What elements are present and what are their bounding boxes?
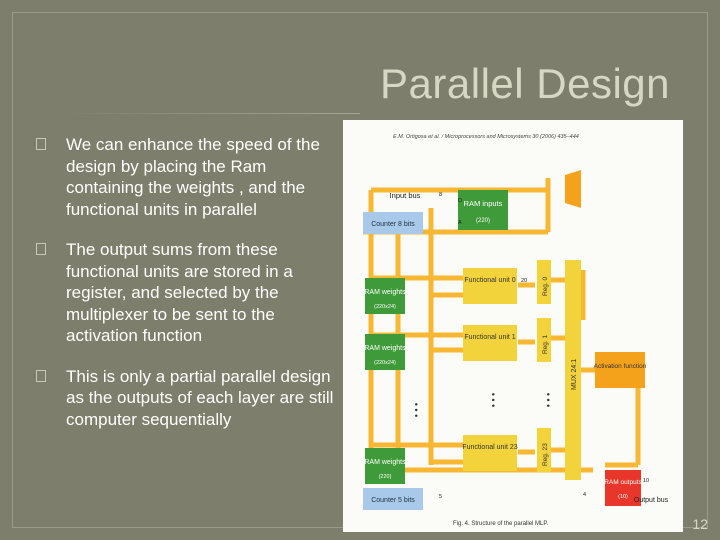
functional-unit-box: [463, 325, 517, 361]
ellipsis: • • •: [488, 393, 498, 407]
figure-caption: Fig. 4. Structure of the parallel MLP.: [453, 521, 549, 527]
counter-5bit-label: Counter 5 bits: [371, 497, 415, 504]
functional-unit-box: [463, 268, 517, 304]
port-label: D: [458, 198, 462, 204]
ram-weights-label: RAM weights: [364, 459, 406, 466]
ram-inputs-label: RAM inputs: [464, 199, 503, 208]
ellipsis: • • •: [411, 403, 421, 417]
functional-unit-box: [463, 435, 517, 471]
title-rule: [60, 113, 360, 114]
ram-outputs-size: (10): [618, 494, 628, 500]
input-bus-label: Input bus: [390, 191, 421, 200]
output-bus-label: Output bus: [634, 497, 669, 504]
bullet-box-icon: [36, 243, 46, 255]
width-label: 20: [521, 278, 527, 284]
mlp-figure: E.M. Ortigosa et al. / Microprocessors a…: [343, 120, 683, 532]
ram-inputs-size: (220): [476, 218, 490, 224]
ram-outputs-label: RAM outputs: [604, 479, 642, 486]
register-box: [537, 260, 551, 304]
ram-weights-label: RAM weights: [364, 289, 406, 296]
bullet-box-icon: [36, 138, 46, 150]
functional-unit-label: Functional unit 23: [462, 444, 517, 451]
counter-5bit-box: [363, 488, 423, 510]
bullet-item: We can enhance the speed of the design b…: [36, 134, 336, 220]
width-label: 5: [439, 494, 442, 500]
register-label: Reg. 1: [542, 334, 549, 354]
slide-title: Parallel Design: [380, 60, 670, 107]
bullet-text: This is only a partial parallel design a…: [66, 366, 334, 429]
register-label: Reg. 23: [542, 443, 549, 466]
page-number: 12: [692, 516, 708, 532]
register-box: [537, 428, 551, 472]
ram-weights-size: (220x24): [374, 360, 396, 366]
functional-unit-label: Functional unit 1: [464, 334, 515, 341]
ram-weights-box: [365, 278, 405, 314]
ellipsis: • • •: [543, 393, 553, 407]
mux-box: [565, 260, 581, 480]
ram-outputs-box: [605, 470, 641, 506]
ram-weights-label: RAM weights: [364, 345, 406, 352]
top-mux: [565, 170, 581, 208]
register-box: [537, 318, 551, 362]
figure-header: E.M. Ortigosa et al. / Microprocessors a…: [393, 134, 579, 140]
bullet-item: The output sums from these functional un…: [36, 239, 336, 347]
port-label: A: [458, 220, 462, 226]
mux-label: MUX 24:1: [571, 359, 578, 390]
register-label: Reg. 0: [542, 276, 549, 296]
counter-8bit-label: Counter 8 bits: [371, 221, 415, 228]
ram-inputs-box: [458, 190, 508, 230]
ram-weights-box: [365, 448, 405, 484]
bullet-item: This is only a partial parallel design a…: [36, 366, 336, 431]
data-bus-lines: [363, 178, 641, 475]
width-label: 8: [439, 192, 442, 198]
width-label: 4: [583, 492, 586, 498]
ram-weights-box: [365, 334, 405, 370]
activation-function-box: [595, 352, 645, 388]
bullet-text: We can enhance the speed of the design b…: [66, 135, 320, 219]
ram-weights-size: (220x24): [374, 304, 396, 310]
mlp-diagram: E.M. Ortigosa et al. / Microprocessors a…: [363, 134, 669, 527]
activation-function-label: Activation function: [594, 363, 647, 370]
bullet-box-icon: [36, 369, 46, 382]
counter-8bit-box: [363, 212, 423, 234]
width-label: 10: [643, 478, 649, 484]
bullet-list: We can enhance the speed of the design b…: [36, 134, 336, 449]
bullet-text: The output sums from these functional un…: [66, 240, 293, 345]
ram-weights-size: (220): [379, 474, 392, 480]
functional-unit-label: Functional unit 0: [464, 277, 515, 284]
